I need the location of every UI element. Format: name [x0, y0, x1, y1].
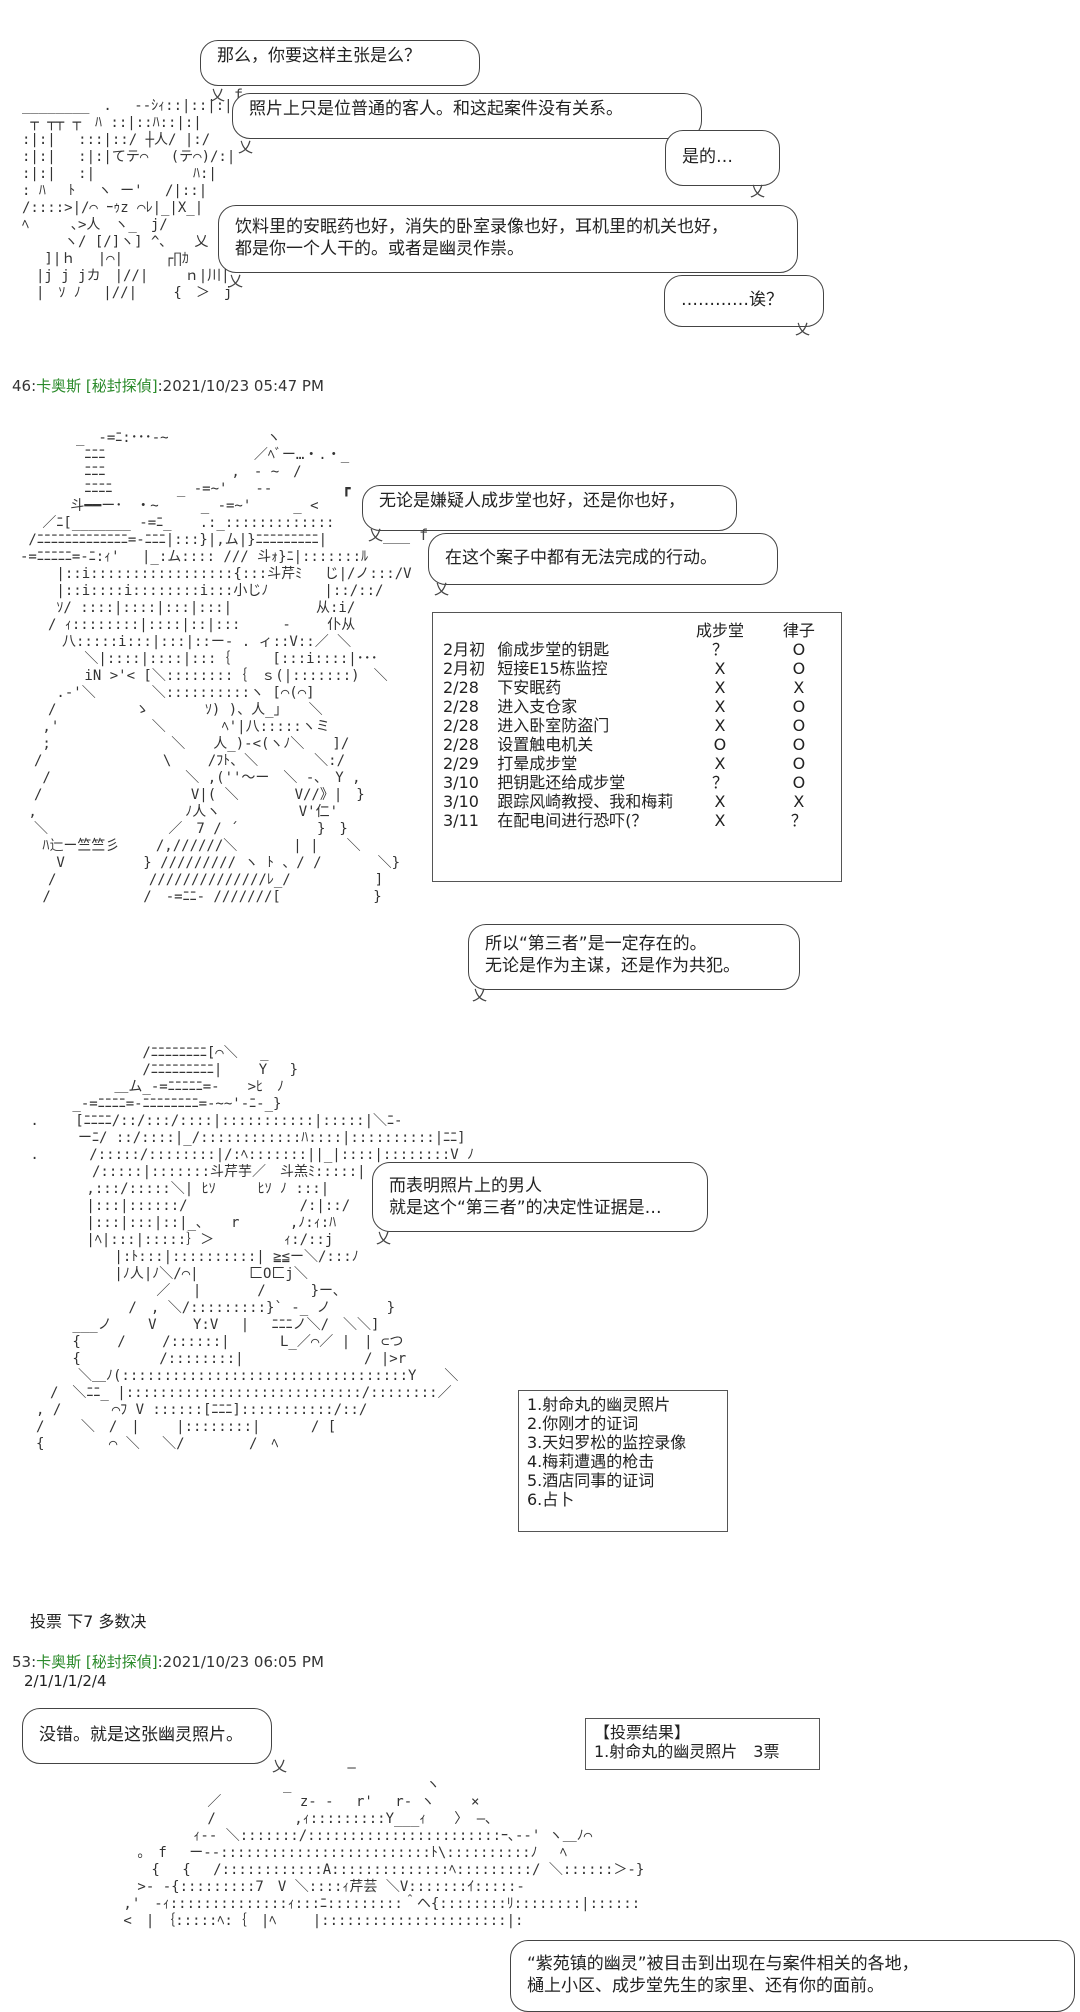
list-item: 2.你刚才的证词: [527, 1414, 639, 1433]
speech-bubble-3: 是的…: [665, 130, 780, 186]
poster-name[interactable]: 卡奥斯 [秘封探偵]: [36, 377, 158, 395]
table-row: 2/29 打晕成步堂 X O: [437, 754, 837, 773]
ritsuko-cell: X: [793, 678, 805, 697]
date-cell: 3/10: [443, 792, 479, 811]
ascii-art-character-2: _ -=ﾆ:･･･-~ ヽ ﾆﾆﾆ ／ﾍﾞー…・.・_ ﾆﾆﾆ , - ~ / …: [20, 430, 412, 905]
date-cell: 2/29: [443, 754, 479, 773]
date-cell: 2月初: [443, 640, 486, 659]
bubble-tail: 乂: [472, 986, 488, 1004]
bubble-tail: 乂: [228, 272, 244, 290]
date-cell: 2/28: [443, 735, 479, 754]
ritsuko-cell: O: [792, 735, 806, 754]
bubble-tail: 乂: [238, 138, 254, 156]
action-cell: 在配电间进行恐吓(？: [497, 811, 648, 830]
action-cell: 跟踪风崎教授、我和梅莉: [497, 792, 674, 811]
list-item: 3.天妇罗松的监控录像: [527, 1433, 687, 1452]
table-row: 2月初偷成步堂的钥匙 ？ O: [437, 640, 837, 659]
table-row: 3/10 跟踪风崎教授、我和梅莉 X X: [437, 792, 837, 811]
naruhodo-cell: ？: [711, 773, 728, 792]
naruhodo-cell: ？: [711, 640, 728, 659]
action-cell: 设置触电机关: [497, 735, 594, 754]
date-cell: 3/10: [443, 773, 479, 792]
speech-bubble-2: 照片上只是位普通的客人。和这起案件没有关系。: [232, 93, 702, 139]
ascii-art-character-4: ― _ ヽ ／ z- - r' r‐ ヽ × / ,ｨ:::::::::Y___…: [123, 1760, 645, 1929]
list-item: 1.射命丸的幽灵照片: [527, 1395, 671, 1414]
naruhodo-cell: X: [714, 678, 726, 697]
bubble-tail: 乂: [376, 1229, 392, 1247]
ritsuko-cell: O: [792, 773, 806, 792]
naruhodo-cell: X: [714, 792, 726, 811]
bubble-tail: 乂: [750, 182, 766, 200]
action-cell: 偷成步堂的钥匙: [497, 640, 610, 659]
naruhodo-cell: X: [714, 754, 726, 773]
speech-bubble-10: 没错。就是这张幽灵照片。: [22, 1708, 272, 1764]
table-header-row: 成步堂 律子: [695, 621, 815, 640]
table-row: 3/11 在配电间进行恐吓(？ X ？: [437, 811, 837, 830]
ascii-art-character-1: ________ . --ｼｨ::|::|:| ┬ ┬┬ ┬ ﾊ ::|::ﾊ:…: [22, 98, 236, 301]
vote-prompt: 投票 下7 多数决: [30, 1612, 147, 1631]
bubble-tail: 乂: [272, 1757, 288, 1775]
ritsuko-cell: O: [792, 716, 806, 735]
table-row: 2/28 进入卧室防盗门 X O: [437, 716, 837, 735]
date-cell: 3/11: [443, 811, 479, 830]
speech-bubble-1: 那么，你要这样主张是么？: [200, 40, 480, 86]
speech-bubble-5: …………诶？: [664, 275, 824, 327]
speech-bubble-7: 在这个案子中都有无法完成的行动。: [428, 533, 778, 585]
naruhodo-cell: X: [714, 811, 726, 830]
naruhodo-cell: X: [714, 716, 726, 735]
naruhodo-cell: X: [714, 697, 726, 716]
date-cell: 2/28: [443, 697, 479, 716]
date-cell: 2/28: [443, 716, 479, 735]
table-row: 2/28 下安眠药 X X: [437, 678, 837, 697]
ritsuko-cell: O: [792, 659, 806, 678]
bubble-tail: 乂: [795, 320, 811, 338]
list-item: 4.梅莉遭遇的枪击: [527, 1452, 655, 1471]
ritsuko-cell: ？: [790, 811, 807, 830]
action-cell: 短接E15栋监控: [497, 659, 608, 678]
table-row: 3/10 把钥匙还给成步堂 ？ O: [437, 773, 837, 792]
action-cell: 下安眠药: [497, 678, 562, 697]
list-item: 6.占卜: [527, 1490, 575, 1509]
action-cell: 打晕成步堂: [497, 754, 578, 773]
ritsuko-cell: X: [793, 792, 805, 811]
vote-data: 2/1/1/1/2/4: [24, 1672, 107, 1690]
ritsuko-cell: O: [792, 697, 806, 716]
post-header-46: 46:卡奥斯 [秘封探偵]:2021/10/23 05:47 PM: [12, 377, 324, 395]
speech-bubble-9: 而表明照片上的男人 就是这个“第三者”的决定性证据是…: [372, 1162, 708, 1232]
speech-bubble-4: 饮料里的安眠药也好，消失的卧室录像也好，耳机里的机关也好， 都是你一个人干的。或…: [218, 205, 798, 273]
ascii-art-character-3: /ﾆﾆﾆﾆﾆﾆﾆﾆ[⌒＼ _ /ﾆﾆﾆﾆﾆﾆﾆﾆﾆ| Y } ＿ム_-=ﾆﾆﾆﾆ…: [30, 1045, 475, 1452]
speech-bubble-6: 无论是嫌疑人成步堂也好，还是你也好，: [362, 485, 737, 531]
table-row: 2/28 进入支仓家 X O: [437, 697, 837, 716]
naruhodo-cell: O: [713, 735, 727, 754]
action-cell: 进入卧室防盗门: [497, 716, 610, 735]
naruhodo-cell: X: [714, 659, 726, 678]
table-row: 2月初短接E15栋监控 X O: [437, 659, 837, 678]
speech-bubble-11: “紫苑镇的幽灵”被目击到出现在与案件相关的各地， 樋上小区、成步堂先生的家里、还…: [510, 1940, 1075, 2012]
action-cell: 把钥匙还给成步堂: [497, 773, 626, 792]
action-cell: 进入支仓家: [497, 697, 578, 716]
ritsuko-cell: O: [792, 640, 806, 659]
table-row: 2/28 设置触电机关 O O: [437, 735, 837, 754]
poster-name[interactable]: 卡奥斯 [秘封探偵]: [36, 1653, 158, 1671]
bubble-tail: 乂___ f: [368, 526, 429, 544]
bubble-tail: 乂: [434, 580, 450, 598]
speech-bubble-8: 所以“第三者”是一定存在的。 无论是作为主谋，还是作为共犯。: [468, 924, 800, 990]
list-item: 5.酒店同事的证词: [527, 1471, 655, 1490]
date-cell: 2月初: [443, 659, 486, 678]
post-header-53: 53:卡奥斯 [秘封探偵]:2021/10/23 06:05 PM: [12, 1653, 324, 1671]
date-cell: 2/28: [443, 678, 479, 697]
vote-result-box: 【投票结果】 1.射命丸的幽灵照片 3票: [585, 1718, 820, 1770]
ritsuko-cell: O: [792, 754, 806, 773]
